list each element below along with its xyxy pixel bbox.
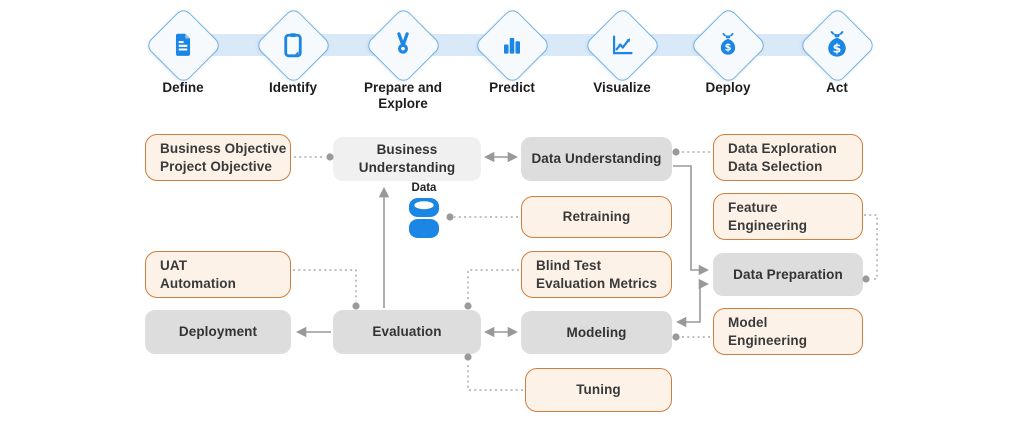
flow-box-modeling: Modeling xyxy=(521,311,672,354)
flow-box-data-understanding: Data Understanding xyxy=(521,137,672,181)
bar-chart-icon xyxy=(503,37,521,54)
step-act: $ Act xyxy=(782,6,892,108)
box-label-line: Blind Test xyxy=(536,257,602,273)
clipboard-icon xyxy=(284,33,302,58)
box-label-line: Business Objective xyxy=(160,140,287,156)
step-label: Prepare and Explore xyxy=(363,80,443,112)
step-prepare-and-explore: Prepare and Explore xyxy=(348,6,458,111)
line-chart-icon xyxy=(613,35,633,55)
box-label: Data Preparation xyxy=(733,266,843,282)
box-label: Data Understanding xyxy=(531,151,662,167)
box-label: Business Understanding xyxy=(358,142,456,175)
step-label: Define xyxy=(162,80,204,95)
flow-box-blind-test: Blind Test Evaluation Metrics xyxy=(521,251,672,298)
flow-box-model-engineering: Model Engineering xyxy=(713,308,863,355)
box-label-line: Model xyxy=(728,314,768,330)
step-label: Act xyxy=(826,80,848,95)
medal-icon xyxy=(397,32,409,54)
box-label-line: Engineering xyxy=(728,217,808,233)
step-label: Visualize xyxy=(593,80,651,95)
step-identify: Identify xyxy=(238,6,348,108)
step-label: Predict xyxy=(489,80,535,95)
box-label: Tuning xyxy=(576,382,621,398)
flow-box-data-preparation: Data Preparation xyxy=(713,253,863,296)
step-visualize: Visualize xyxy=(567,6,677,108)
box-label-line: Data Selection xyxy=(728,158,823,174)
flow-box-feature-engineering: Feature Engineering xyxy=(713,193,863,240)
flow-box-data-exploration: Data Exploration Data Selection xyxy=(713,134,863,181)
flow-box-retraining: Retraining xyxy=(521,196,672,238)
step-label: Deploy xyxy=(705,80,751,95)
flow-box-deployment: Deployment xyxy=(145,310,291,354)
data-store-label: Data xyxy=(411,182,437,194)
flow-box-business-understanding: Business Understanding xyxy=(333,137,481,181)
box-label: Deployment xyxy=(178,324,258,340)
money-bag-icon: $ xyxy=(828,31,846,57)
box-label: Evaluation xyxy=(372,324,442,340)
step-predict: Predict xyxy=(457,6,567,108)
document-icon xyxy=(175,33,191,56)
database-icon xyxy=(409,198,439,238)
svg-text:$: $ xyxy=(725,43,732,54)
svg-text:$: $ xyxy=(833,40,842,55)
money-bag-icon: $ xyxy=(720,32,736,55)
flow-box-tuning: Tuning xyxy=(525,368,672,412)
box-label-line: Feature xyxy=(728,199,778,215)
box-label-line: Automation xyxy=(160,275,236,291)
step-define: Define xyxy=(128,6,238,108)
box-label: Retraining xyxy=(562,209,631,225)
box-label-line: Evaluation Metrics xyxy=(536,275,658,291)
box-label: Modeling xyxy=(566,324,627,340)
flow-box-business-objective: Business Objective Project Objective xyxy=(145,134,291,181)
step-label: Identify xyxy=(268,80,317,95)
flow-box-uat-automation: UAT Automation xyxy=(145,251,291,298)
box-label-line: Project Objective xyxy=(160,158,272,174)
flow-box-evaluation: Evaluation xyxy=(333,310,481,354)
box-label-line: UAT xyxy=(160,257,188,273)
box-label-line: Data Exploration xyxy=(728,140,837,156)
step-deploy: $ Deploy xyxy=(673,6,783,108)
box-label-line: Engineering xyxy=(728,332,808,348)
